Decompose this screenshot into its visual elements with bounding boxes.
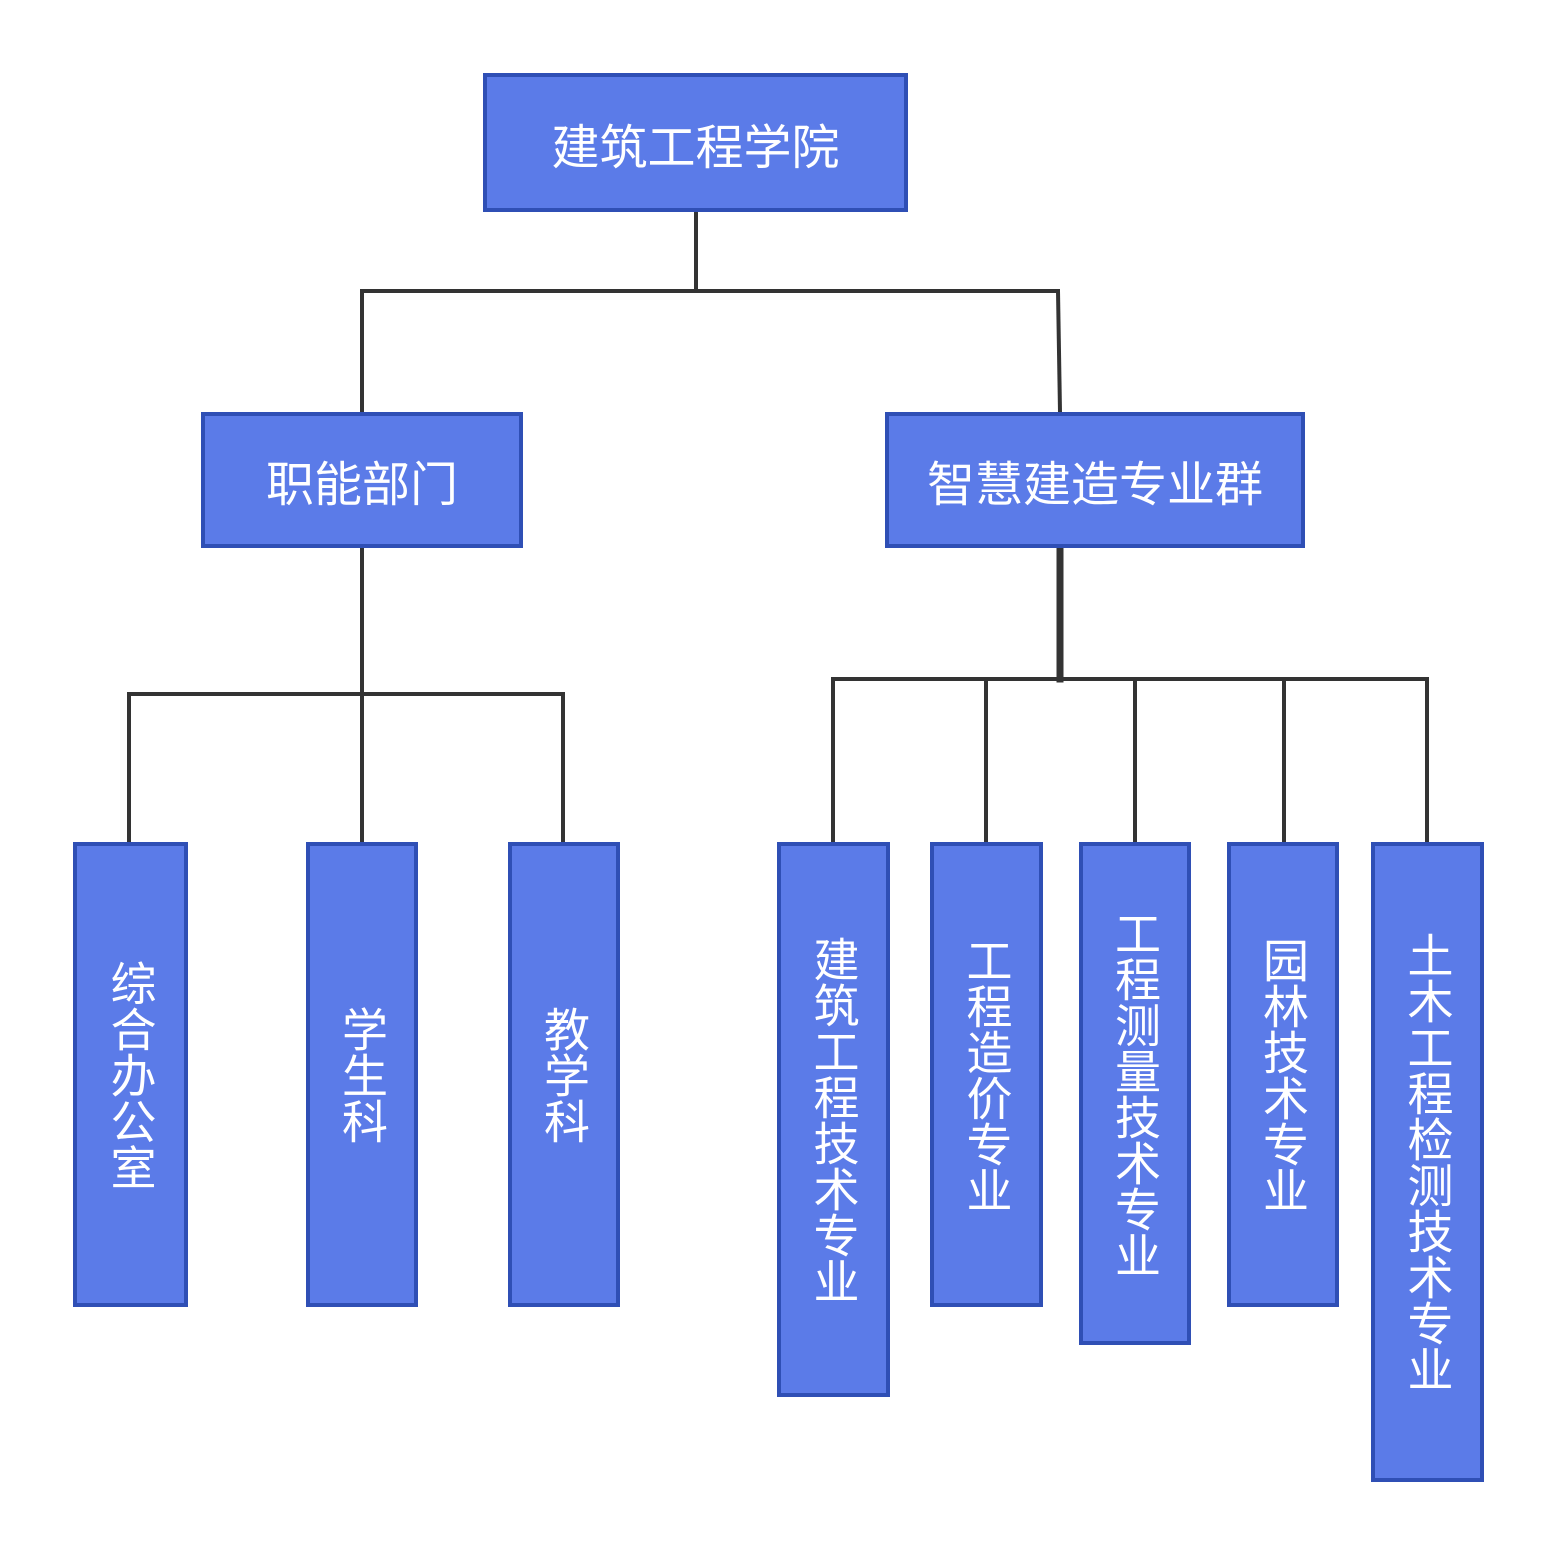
student-affairs-label: 学生科 (335, 1005, 389, 1144)
major-label: 工程测量技术专业 (1108, 909, 1162, 1278)
teaching-affairs-node: 教学科 (508, 842, 620, 1307)
major-label: 土木工程检测技术专业 (1400, 932, 1455, 1392)
smart-construction-group-node: 智慧建造专业群 (885, 412, 1305, 548)
general-office-node: 综合办公室 (73, 842, 188, 1307)
root-node-label: 建筑工程学院 (551, 119, 840, 176)
major-node-cost-engineering: 工程造价专业 (930, 842, 1043, 1307)
major-label: 园林技术专业 (1256, 936, 1310, 1213)
root-node: 建筑工程学院 (483, 73, 908, 212)
functional-dept-label: 职能部门 (265, 457, 458, 513)
teaching-affairs-label: 教学科 (537, 1005, 591, 1144)
general-office-label: 综合办公室 (103, 959, 158, 1190)
smart-construction-group-label: 智慧建造专业群 (926, 457, 1263, 513)
major-node-building-engineering: 建筑工程技术专业 (777, 842, 890, 1397)
functional-dept-node: 职能部门 (201, 412, 523, 548)
connector-to-smart-group (1055, 288, 1063, 415)
major-label: 建筑工程技术专业 (806, 935, 861, 1304)
student-affairs-node: 学生科 (306, 842, 418, 1307)
major-node-landscape: 园林技术专业 (1227, 842, 1339, 1307)
major-label: 工程造价专业 (959, 936, 1014, 1213)
major-node-civil-testing: 土木工程检测技术专业 (1371, 842, 1484, 1482)
major-node-surveying: 工程测量技术专业 (1079, 842, 1191, 1345)
